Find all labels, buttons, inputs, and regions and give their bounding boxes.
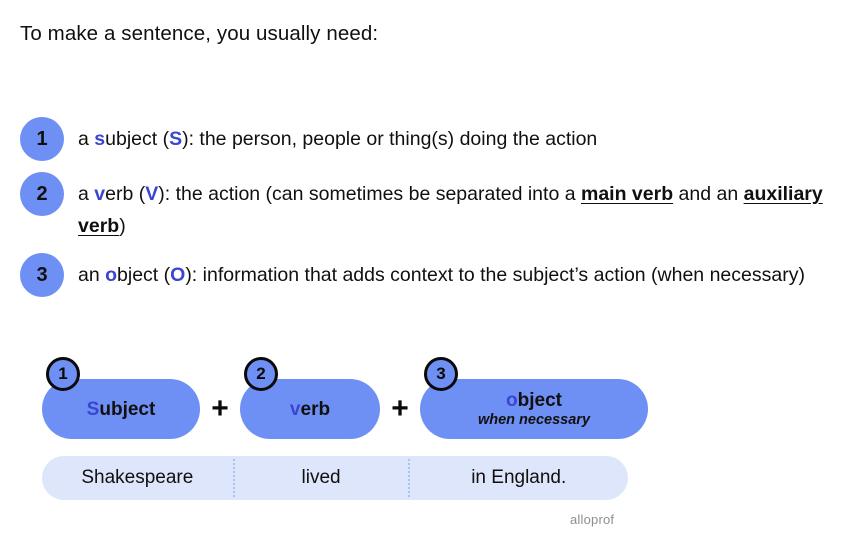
text-post: ): the person, people or thing(s) doing … [182, 128, 598, 150]
list-number-1: 1 [20, 117, 64, 161]
list-item: 3 an object (O): information that adds c… [20, 253, 825, 297]
pill-rest-subject: ubject [99, 398, 156, 420]
highlight-letter-s: s [94, 128, 106, 150]
pill-verb-wrapper: 2 verb [240, 357, 380, 439]
example-sentence-bar: Shakespeare lived in England. [42, 456, 628, 500]
highlight-letter-o: o [105, 264, 118, 286]
pill-rest-verb: erb [300, 398, 331, 420]
list-item-text-1: a subject (S): the person, people or thi… [78, 122, 597, 155]
list-item: 1 a subject (S): the person, people or t… [20, 117, 825, 161]
highlight-abbr-s: S [169, 128, 183, 150]
pill-verb-label: verb [290, 399, 330, 420]
text-post: ): information that adds context to the … [185, 264, 805, 286]
plus-icon-2: + [391, 392, 409, 425]
requirements-list: 1 a subject (S): the person, people or t… [20, 117, 825, 297]
intro-text: To make a sentence, you usually need: [20, 22, 379, 45]
list-number-2: 2 [20, 172, 64, 216]
alloprof-watermark: alloprof [570, 512, 615, 527]
term-main-verb: main verb [580, 183, 674, 205]
pills-row: 1 Subject + 2 verb + 3 object when neces… [42, 357, 648, 439]
badge-2: 2 [244, 357, 278, 391]
list-item-text-3: an object (O): information that adds con… [78, 258, 805, 291]
text-mid: bject ( [117, 264, 171, 286]
highlight-letter-v: v [94, 183, 106, 205]
example-verb: lived [301, 467, 341, 488]
list-item-text-2: a verb (V): the action (can sometimes be… [78, 177, 825, 242]
pill-subject-wrapper: 1 Subject [42, 357, 200, 439]
plus-icon-1: + [211, 392, 229, 425]
list-item: 2 a verb (V): the action (can sometimes … [20, 172, 825, 242]
badge-3: 3 [424, 357, 458, 391]
text-mid: erb ( [105, 183, 146, 205]
pill-rest-object: bject [517, 389, 562, 411]
highlight-abbr-o: O [170, 264, 186, 286]
sentence-structure-diagram: 1 Subject + 2 verb + 3 object when neces… [42, 357, 648, 439]
text-mid: ubject ( [105, 128, 170, 150]
pill-subject-label: Subject [87, 399, 156, 420]
example-object: in England. [471, 467, 567, 488]
text-pre: a [78, 183, 95, 205]
list-number-3: 3 [20, 253, 64, 297]
pill-highlight-s: S [86, 398, 100, 420]
pill-highlight-o: o [506, 389, 518, 411]
pill-object-label: object [506, 390, 562, 411]
example-divider-1 [232, 459, 235, 497]
highlight-abbr-v: V [145, 183, 159, 205]
text-mid-2: ): the action (can sometimes be separate… [158, 183, 581, 205]
text-post: ) [119, 215, 126, 237]
pill-object: object when necessary [420, 379, 648, 439]
term-auxiliary-verb: auxiliary verb [78, 183, 823, 237]
text-mid-3: and an [673, 183, 744, 205]
badge-1: 1 [46, 357, 80, 391]
pill-object-wrapper: 3 object when necessary [420, 357, 648, 439]
pill-object-subtitle: when necessary [477, 411, 591, 428]
text-pre: an [78, 264, 106, 286]
text-pre: a [78, 128, 95, 150]
example-divider-2 [407, 459, 410, 497]
example-subject: Shakespeare [81, 467, 194, 488]
pill-highlight-v: v [289, 398, 301, 420]
